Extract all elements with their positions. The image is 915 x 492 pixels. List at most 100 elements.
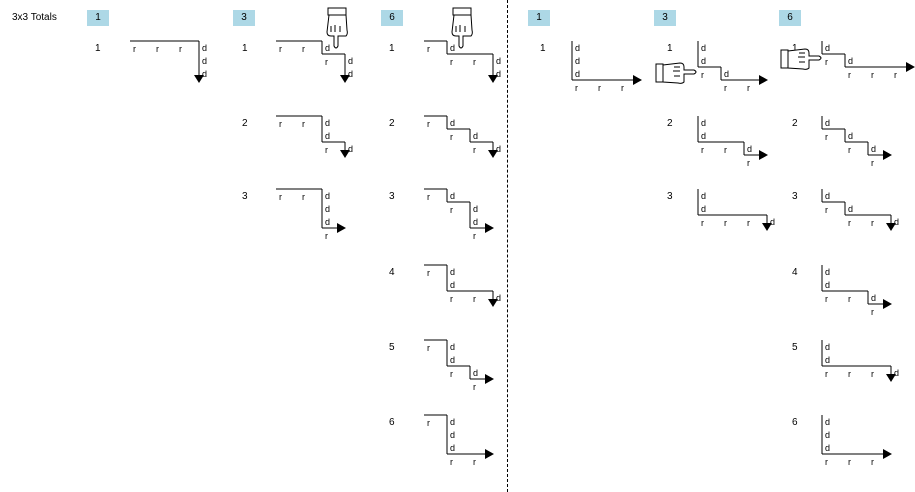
move-label-down: d bbox=[496, 293, 501, 303]
move-label-right: r bbox=[473, 457, 476, 467]
move-label-down: d bbox=[348, 144, 353, 154]
move-label-right: r bbox=[871, 457, 874, 467]
move-label-down: d bbox=[825, 43, 830, 53]
move-label-right: r bbox=[825, 369, 828, 379]
path-end-arrow bbox=[759, 150, 768, 160]
move-label-right: r bbox=[450, 457, 453, 467]
move-label-down: d bbox=[325, 118, 330, 128]
move-label-down: d bbox=[325, 43, 330, 53]
path-end-arrow bbox=[883, 449, 892, 459]
move-label-down: d bbox=[450, 118, 455, 128]
move-label-down: d bbox=[825, 430, 830, 440]
move-label-right: r bbox=[302, 44, 305, 54]
path-end-arrow bbox=[488, 299, 498, 307]
move-label-down: d bbox=[348, 69, 353, 79]
move-label-right: r bbox=[450, 57, 453, 67]
move-label-right: r bbox=[473, 145, 476, 155]
path-end-arrow bbox=[883, 299, 892, 309]
move-label-right: r bbox=[848, 294, 851, 304]
path-number: 2 bbox=[389, 118, 395, 129]
move-label-down: d bbox=[575, 69, 580, 79]
move-label-right: r bbox=[848, 457, 851, 467]
move-label-down: d bbox=[701, 118, 706, 128]
move-label-down: d bbox=[825, 342, 830, 352]
move-label-down: d bbox=[496, 144, 501, 154]
move-label-right: r bbox=[473, 382, 476, 392]
move-label-right: r bbox=[133, 44, 136, 54]
move-label-down: d bbox=[701, 204, 706, 214]
path-end-arrow bbox=[762, 223, 772, 231]
move-label-down: d bbox=[450, 267, 455, 277]
move-label-down: d bbox=[894, 217, 899, 227]
move-label-right: r bbox=[427, 44, 430, 54]
move-label-right: r bbox=[825, 457, 828, 467]
move-label-right: r bbox=[279, 44, 282, 54]
move-label-right: r bbox=[871, 70, 874, 80]
move-label-right: r bbox=[894, 70, 897, 80]
move-label-right: r bbox=[325, 57, 328, 67]
move-label-down: d bbox=[825, 443, 830, 453]
path-number: 1 bbox=[667, 43, 673, 54]
move-label-down: d bbox=[473, 131, 478, 141]
move-label-down: d bbox=[825, 267, 830, 277]
move-label-down: d bbox=[450, 417, 455, 427]
move-label-down: d bbox=[325, 191, 330, 201]
move-label-right: r bbox=[473, 57, 476, 67]
move-label-right: r bbox=[747, 218, 750, 228]
move-label-down: d bbox=[848, 56, 853, 66]
move-label-down: d bbox=[701, 43, 706, 53]
path-number: 1 bbox=[540, 43, 546, 54]
move-label-down: d bbox=[701, 131, 706, 141]
move-label-down: d bbox=[450, 191, 455, 201]
move-label-down: d bbox=[450, 342, 455, 352]
move-label-down: d bbox=[894, 368, 899, 378]
path-number: 1 bbox=[389, 43, 395, 54]
path-end-arrow bbox=[337, 223, 346, 233]
move-label-right: r bbox=[848, 145, 851, 155]
move-label-down: d bbox=[202, 43, 207, 53]
move-label-right: r bbox=[450, 132, 453, 142]
path-number: 5 bbox=[792, 342, 798, 353]
move-label-right: r bbox=[724, 145, 727, 155]
move-label-down: d bbox=[450, 280, 455, 290]
move-label-right: r bbox=[325, 145, 328, 155]
path-end-arrow bbox=[906, 62, 915, 72]
move-label-right: r bbox=[701, 218, 704, 228]
path-number: 6 bbox=[389, 417, 395, 428]
move-label-right: r bbox=[825, 205, 828, 215]
move-label-right: r bbox=[427, 418, 430, 428]
move-label-right: r bbox=[747, 83, 750, 93]
path-number: 3 bbox=[389, 191, 395, 202]
move-label-right: r bbox=[598, 83, 601, 93]
move-label-down: d bbox=[701, 191, 706, 201]
path-end-arrow bbox=[488, 150, 498, 158]
path-end-arrow bbox=[759, 75, 768, 85]
move-label-down: d bbox=[825, 355, 830, 365]
move-label-down: d bbox=[848, 131, 853, 141]
move-label-right: r bbox=[302, 119, 305, 129]
move-label-down: d bbox=[325, 131, 330, 141]
path-number: 3 bbox=[242, 191, 248, 202]
move-label-down: d bbox=[871, 293, 876, 303]
move-label-right: r bbox=[427, 268, 430, 278]
column-1-total-badge: 1 bbox=[87, 10, 109, 26]
move-label-right: r bbox=[848, 70, 851, 80]
path-number: 4 bbox=[792, 267, 798, 278]
path-end-arrow bbox=[340, 150, 350, 158]
move-label-right: r bbox=[575, 83, 578, 93]
move-label-down: d bbox=[202, 56, 207, 66]
move-label-right: r bbox=[724, 218, 727, 228]
path-number: 1 bbox=[242, 43, 248, 54]
move-label-right: r bbox=[871, 158, 874, 168]
move-label-down: d bbox=[202, 69, 207, 79]
